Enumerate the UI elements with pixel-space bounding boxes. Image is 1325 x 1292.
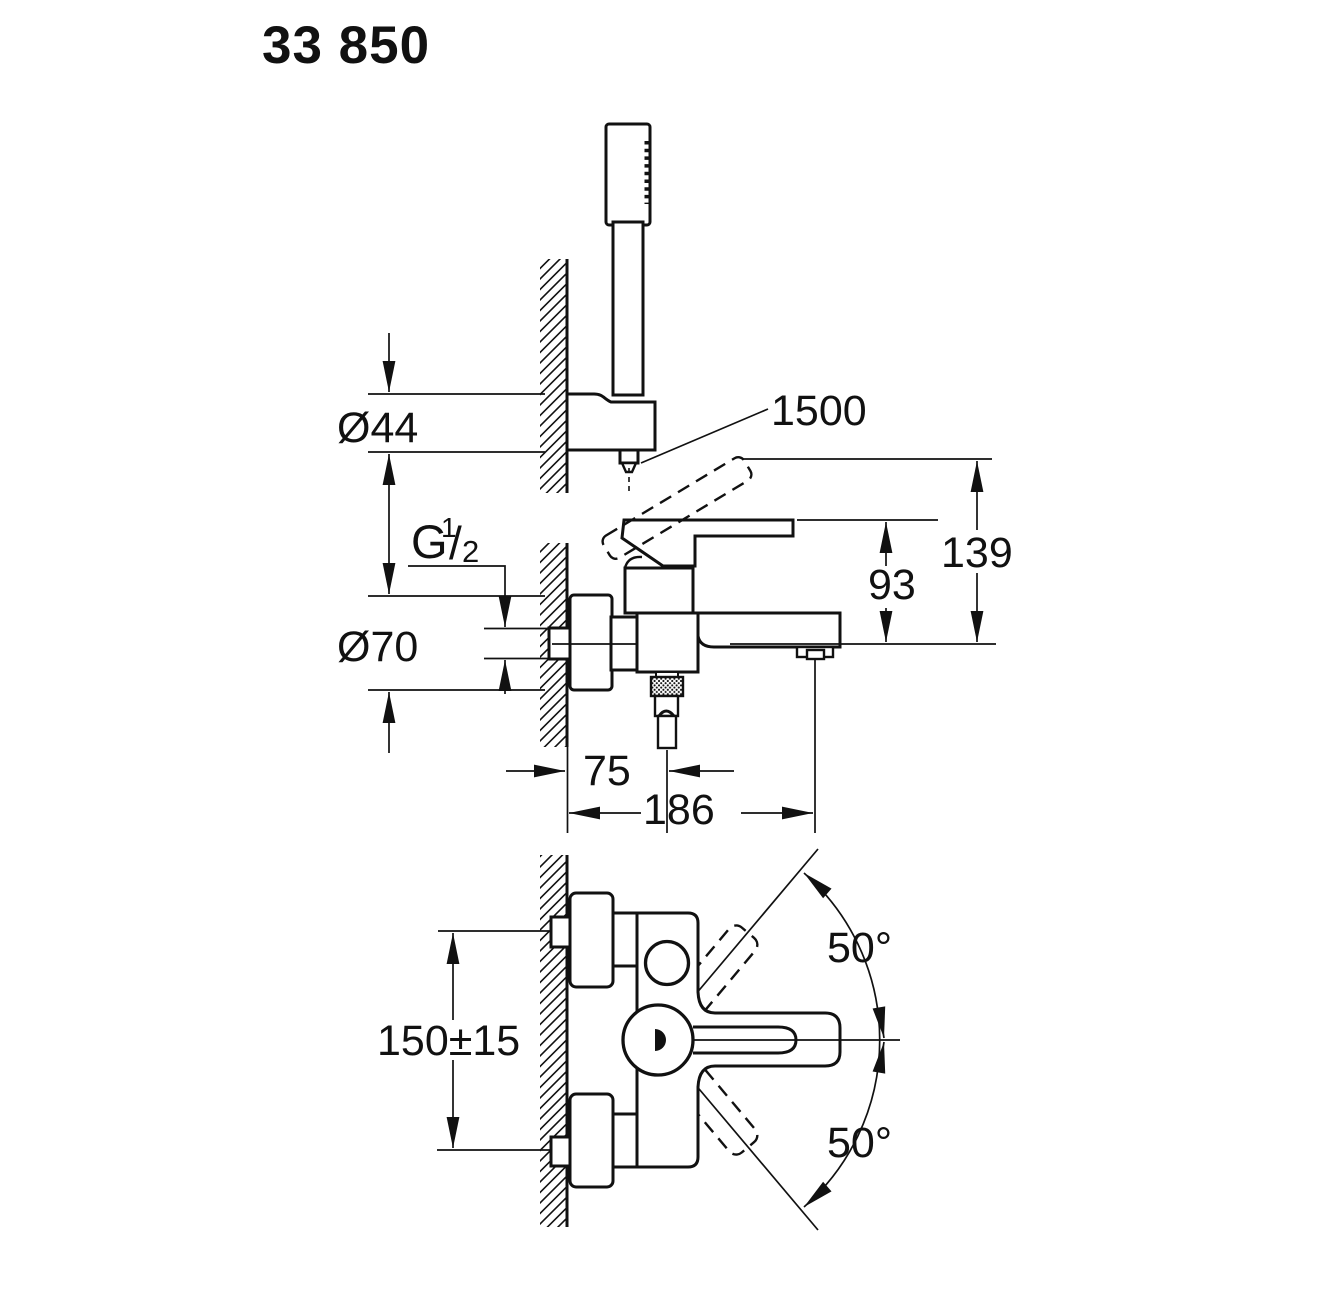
cartridge-housing xyxy=(623,566,695,615)
hose-adapter xyxy=(653,694,680,718)
hand-shower-handle xyxy=(611,220,645,397)
side-view: Ø44 Ø70 G 1 / 2 1500 93 139 75 xyxy=(337,122,1013,834)
aerator-insert xyxy=(805,648,826,661)
hose-connector-stub xyxy=(618,448,640,465)
swivel-arrow-center-bottom xyxy=(872,1041,886,1074)
label-escutcheon-diameter: Ø70 xyxy=(337,623,418,671)
label-hose-length: 1500 xyxy=(771,387,867,435)
inlet-block-bottom xyxy=(611,1112,640,1169)
label-spout-height: 93 xyxy=(868,561,916,609)
label-swivel-angle-up: 50° xyxy=(827,924,892,972)
product-code: 33 850 xyxy=(262,16,430,75)
label-hose-center-offset: 75 xyxy=(583,747,631,795)
label-thread-numerator: 1 xyxy=(441,512,457,543)
mixer-body-side xyxy=(635,611,700,674)
label-thread-denominator: 2 xyxy=(462,534,479,569)
hose-tail xyxy=(656,714,678,750)
label-thread-slash: / xyxy=(449,517,462,569)
shower-holder xyxy=(565,392,657,452)
label-thread-g: G xyxy=(411,515,448,568)
label-spout-reach: 186 xyxy=(643,786,715,834)
front-view: 50° 50° 150±15 xyxy=(377,848,900,1231)
swivel-arrow-center-top xyxy=(872,1006,886,1039)
boss-mark-icon xyxy=(655,1029,666,1051)
label-inlet-center-distance: 150±15 xyxy=(377,1017,520,1065)
spout xyxy=(696,611,842,649)
union-nut-top xyxy=(549,915,572,949)
union-nut-bottom xyxy=(549,1135,572,1168)
wall-hatch-front xyxy=(540,855,567,1227)
thread-leader xyxy=(408,565,506,574)
label-holder-diameter: Ø44 xyxy=(337,404,418,452)
hose-stub-cone xyxy=(620,461,638,474)
label-swivel-angle-down: 50° xyxy=(827,1119,892,1167)
lever-raised-dashed xyxy=(601,456,753,560)
inlet-block-top xyxy=(611,911,639,968)
angle-line-down xyxy=(677,1063,819,1231)
label-lever-raised-height: 139 xyxy=(941,529,1013,577)
angle-line-up xyxy=(689,848,819,1002)
escutcheon-side xyxy=(568,593,614,692)
hand-shower-head xyxy=(604,122,652,227)
cartridge-dome xyxy=(623,555,643,569)
adapter-curve xyxy=(657,709,676,717)
escutcheon-top xyxy=(568,891,615,989)
hose-leader xyxy=(640,408,769,464)
shower-port xyxy=(643,939,691,987)
escutcheon-bottom xyxy=(568,1092,615,1189)
wall-hatch-upper xyxy=(540,259,567,493)
knurled-hose-nut xyxy=(649,675,685,698)
swivel-arc xyxy=(803,872,881,1208)
